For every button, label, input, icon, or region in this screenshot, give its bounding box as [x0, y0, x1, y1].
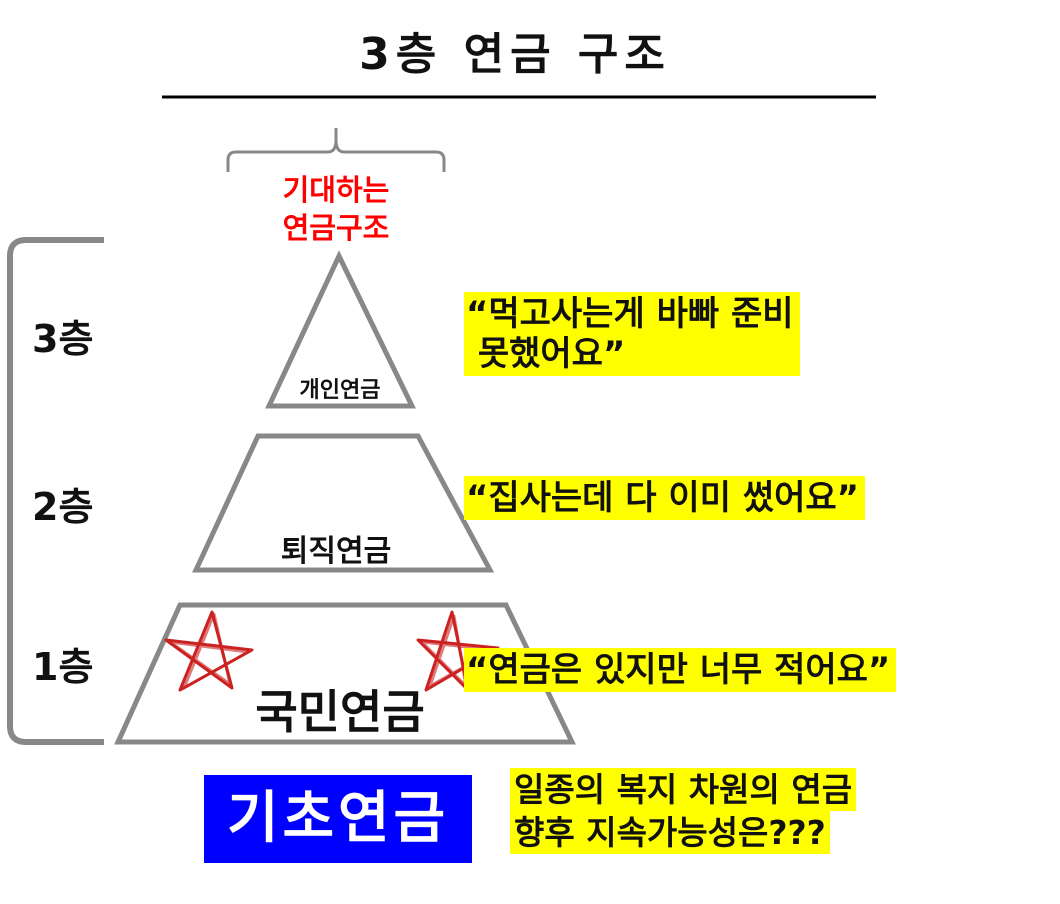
quote-layer-3: “먹고사는게 바빠 준비 못했어요” [464, 292, 800, 376]
base-pension-box: 기초연금 [204, 775, 472, 863]
page-title: 3층 연금 구조 [359, 29, 671, 80]
expected-label-line-2: 연금구조 [282, 211, 390, 245]
quote-layer-2: “집사는데 다 이미 썼어요” [464, 476, 866, 520]
base-note-line-1: 일종의 복지 차원의 연금 [510, 768, 857, 811]
layer-label-1: 1층 [32, 645, 94, 689]
tier-1-name: 국민연금 [255, 685, 425, 739]
layer-label-3: 3층 [32, 317, 94, 361]
base-note-line-2: 향후 지속가능성은??? [510, 811, 830, 854]
base-pension-note: 일종의 복지 차원의 연금 향후 지속가능성은??? [510, 768, 857, 854]
expected-label-line-1: 기대하는 [282, 173, 390, 207]
tier-2-trapezoid [192, 433, 495, 573]
quote-layer-1: “연금은 있지만 너무 적어요” [464, 648, 897, 692]
expected-structure-label: 기대하는 연금구조 [236, 171, 436, 247]
cross-out-star-left [164, 610, 254, 692]
tier-3-triangle [265, 250, 416, 409]
expected-brace [226, 128, 446, 172]
tier-3-name: 개인연금 [299, 378, 381, 403]
layer-label-2: 2층 [32, 485, 94, 529]
tier-2-name: 퇴직연금 [280, 534, 392, 569]
layers-bracket [7, 237, 104, 745]
